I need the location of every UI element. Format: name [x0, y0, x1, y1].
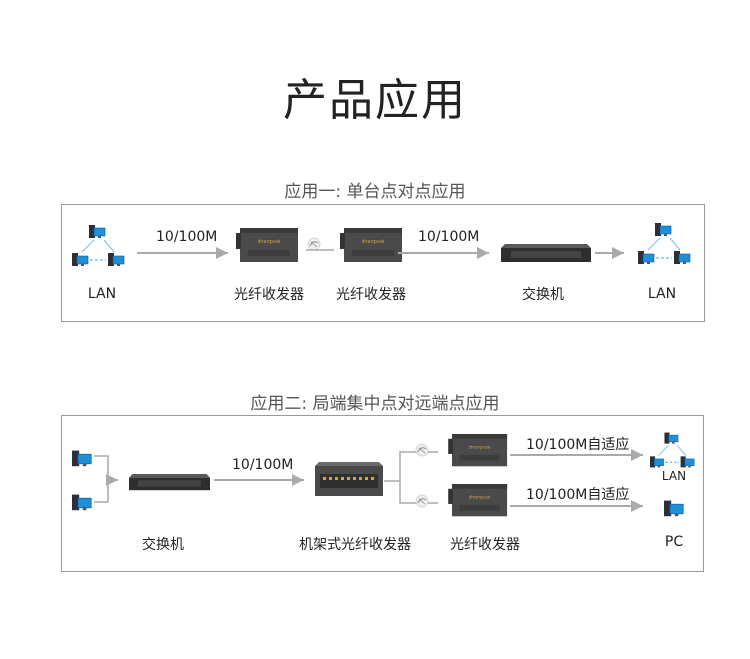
fiber-converter-icon [448, 484, 508, 517]
pc-icon [71, 450, 92, 467]
lan-label: LAN [661, 469, 687, 483]
fiber-cable-icon [307, 237, 321, 251]
converter-label: 光纤收发器 [336, 287, 406, 303]
lan-icon [638, 223, 690, 264]
switch-label: 交换机 [142, 537, 184, 553]
fiber-converter-icon [340, 228, 402, 262]
page-title: 产品应用 [283, 75, 467, 126]
converter-label: 光纤收发器 [234, 287, 304, 303]
fiber-converter-icon [448, 434, 508, 467]
app2-heading: 应用二: 局端集中点对远端点应用 [250, 394, 500, 414]
lan-icon [72, 225, 124, 266]
rack-converter-label: 机架式光纤收发器 [299, 537, 411, 553]
rack-converter-icon [315, 462, 383, 496]
switch-label: 交换机 [522, 287, 564, 303]
switch-icon [501, 244, 591, 262]
speed-label: 10/100M [156, 229, 218, 245]
auto-speed-label: 10/100M自适应 [526, 437, 630, 453]
app1-heading: 应用一: 单台点对点应用 [284, 182, 466, 202]
pc-icon [71, 494, 92, 511]
speed-label: 10/100M [418, 229, 480, 245]
fiber-line [384, 451, 438, 482]
left-lan-label: LAN [87, 286, 117, 302]
auto-speed-label: 10/100M自适应 [526, 487, 630, 503]
fiber-converter-icon [236, 228, 298, 262]
fiber-cable-icon [415, 443, 429, 457]
speed-label: 10/100M [232, 457, 294, 473]
converter-label: 光纤收发器 [450, 537, 520, 553]
pc-label: PC [664, 534, 684, 550]
app1-panel [61, 204, 705, 322]
pc-icon [663, 500, 684, 517]
switch-icon [129, 474, 210, 491]
lan-icon [650, 433, 694, 468]
fiber-cable-icon [415, 494, 429, 508]
right-lan-label: LAN [647, 286, 677, 302]
connector-line [94, 455, 109, 503]
